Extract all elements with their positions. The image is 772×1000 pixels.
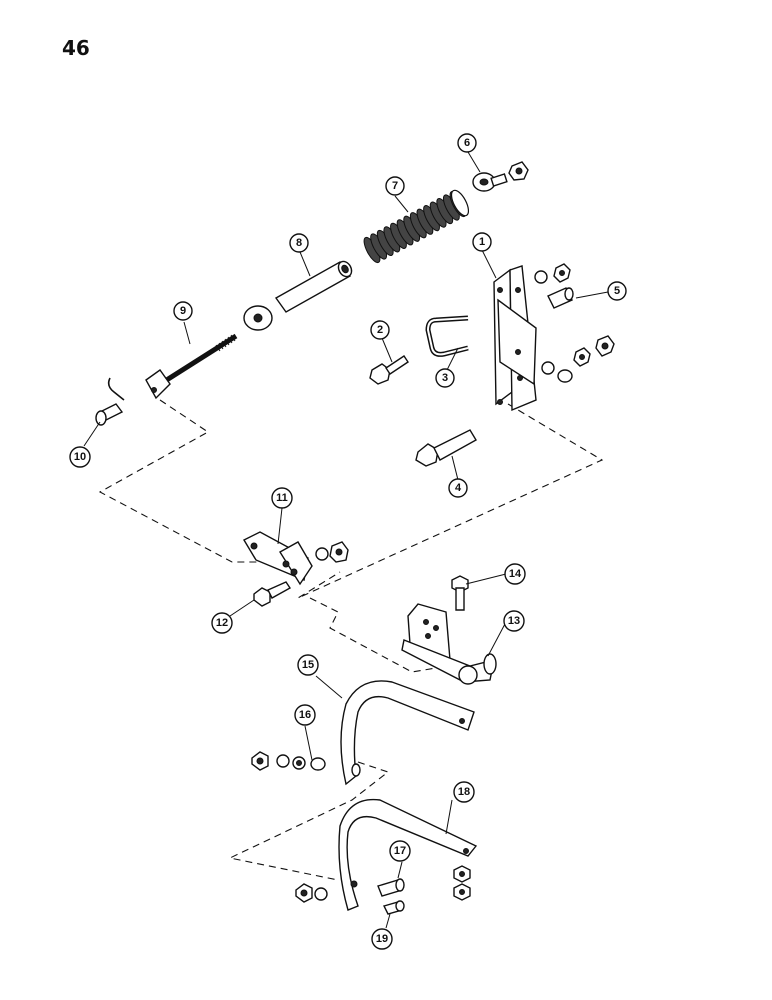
svg-text:15: 15 — [302, 659, 314, 671]
callout-5: 5 — [607, 281, 627, 301]
part-pins — [95, 377, 125, 426]
part-spring — [363, 189, 470, 264]
callout-8: 8 — [289, 233, 309, 253]
svg-text:9: 9 — [180, 305, 186, 317]
svg-text:3: 3 — [442, 372, 448, 384]
svg-text:17: 17 — [394, 845, 406, 857]
callout-19: 19 — [371, 928, 393, 950]
part-spacer — [547, 287, 574, 309]
callout-12: 12 — [211, 612, 233, 634]
callout-3: 3 — [435, 368, 455, 388]
callout-17: 17 — [389, 840, 411, 862]
svg-text:11: 11 — [276, 492, 288, 504]
svg-text:13: 13 — [508, 615, 520, 627]
svg-text:8: 8 — [296, 237, 302, 249]
callout-10: 10 — [69, 446, 91, 468]
svg-text:18: 18 — [458, 786, 470, 798]
callout-7: 7 — [385, 176, 405, 196]
svg-text:4: 4 — [455, 482, 462, 494]
callout-9: 9 — [173, 301, 193, 321]
callout-1: 1 — [472, 232, 492, 252]
callout-16: 16 — [294, 704, 316, 726]
page-number: 46 — [62, 36, 90, 60]
part-rod — [145, 305, 273, 400]
part-bolt-12 — [253, 581, 292, 607]
part-tube — [274, 260, 353, 313]
part-mount-bracket — [401, 603, 497, 685]
assembly-line-tine-1 — [228, 761, 390, 881]
assembly-line-rod-to-clamp — [98, 399, 262, 563]
part-bolt-4 — [415, 429, 477, 467]
svg-text:7: 7 — [392, 180, 398, 192]
part-bolt-14 — [451, 575, 469, 611]
callout-18: 18 — [453, 781, 475, 803]
part-bolt-2 — [369, 355, 409, 385]
part-tine-upper — [340, 680, 475, 786]
svg-text:1: 1 — [479, 236, 485, 248]
callout-6: 6 — [457, 133, 477, 153]
part-bolt-19 — [382, 900, 405, 915]
svg-text:6: 6 — [464, 137, 470, 149]
part-bolt-17 — [377, 878, 405, 897]
callout-4: 4 — [448, 478, 468, 498]
callout-15: 15 — [297, 654, 319, 676]
assembly-line-clamp-to-mount — [309, 597, 437, 673]
part-hardware-16 — [251, 751, 326, 771]
svg-text:5: 5 — [614, 285, 620, 297]
part-bracket — [493, 265, 537, 412]
svg-text:10: 10 — [74, 451, 86, 463]
callout-11: 11 — [271, 487, 293, 509]
leader-lines — [83, 151, 609, 929]
part-eyebolt — [472, 161, 529, 192]
part-u-bolt — [425, 315, 469, 357]
svg-text:16: 16 — [299, 709, 311, 721]
assembly-line-bracket-to-clamp — [297, 403, 604, 599]
part-nuts-lower — [295, 865, 471, 903]
svg-text:19: 19 — [376, 933, 388, 945]
part-tine-lower — [338, 798, 478, 911]
callout-14: 14 — [504, 563, 526, 585]
svg-text:2: 2 — [377, 324, 383, 336]
part-nuts-right — [534, 263, 615, 383]
part-clamp — [243, 531, 349, 586]
svg-text:12: 12 — [216, 617, 228, 629]
svg-text:14: 14 — [509, 568, 522, 580]
callout-2: 2 — [370, 320, 390, 340]
callout-13: 13 — [503, 610, 525, 632]
